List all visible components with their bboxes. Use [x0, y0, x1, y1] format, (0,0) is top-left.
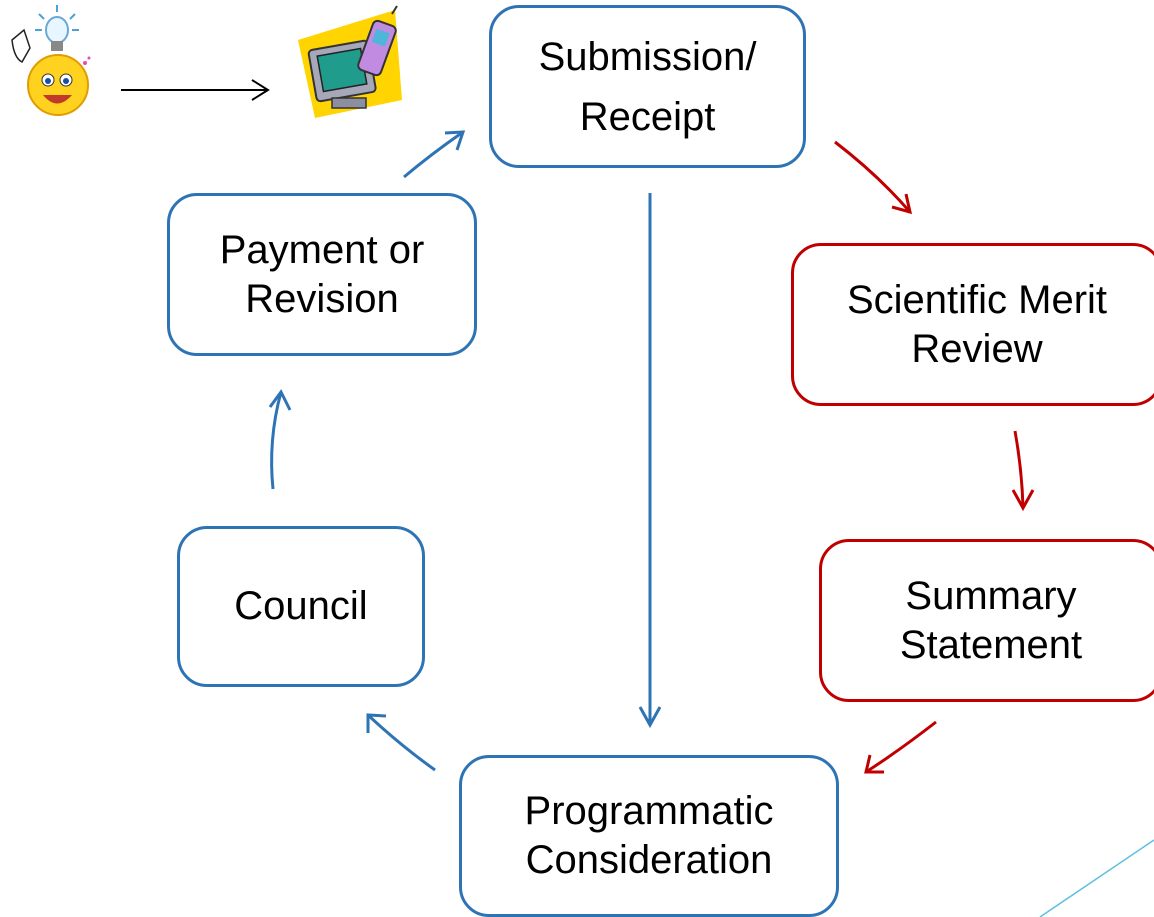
programmatic-consideration-label: Programmatic Consideration: [524, 789, 774, 882]
payment-revision-label: Payment or Revision: [219, 227, 425, 321]
arrow-merit-to-summary: [1011, 430, 1035, 512]
scientific-merit-review-box: Scientific Merit Review: [791, 243, 1154, 406]
arrow-submission-to-merit: [834, 140, 913, 215]
idea-lightbulb-smiley-icon: [11, 5, 91, 116]
arrow-submission-to-programmatic: [638, 193, 662, 729]
arrow-payment-to-submission: [403, 130, 466, 179]
council-box: Council: [177, 526, 425, 687]
summary-statement-label: Summary Statement: [899, 573, 1083, 667]
arrow-programmatic-to-council: [366, 713, 436, 772]
submission-receipt-box: Submission/ Receipt: [489, 5, 806, 168]
arrow-summary-to-programmatic: [864, 720, 937, 774]
computer-phone-icon: [298, 5, 402, 118]
programmatic-consideration-box: Programmatic Consideration: [459, 755, 839, 917]
scientific-merit-review-label: Scientific Merit Review: [846, 277, 1108, 371]
decorative-line: [1039, 839, 1154, 917]
payment-revision-box: Payment or Revision: [167, 193, 477, 356]
submission-receipt-label: Submission/ Receipt: [538, 34, 757, 139]
arrow-council-to-payment: [268, 389, 292, 490]
council-label: Council: [234, 584, 368, 629]
summary-statement-box: Summary Statement: [819, 539, 1154, 702]
arrow-idea-to-computer: [121, 79, 270, 101]
